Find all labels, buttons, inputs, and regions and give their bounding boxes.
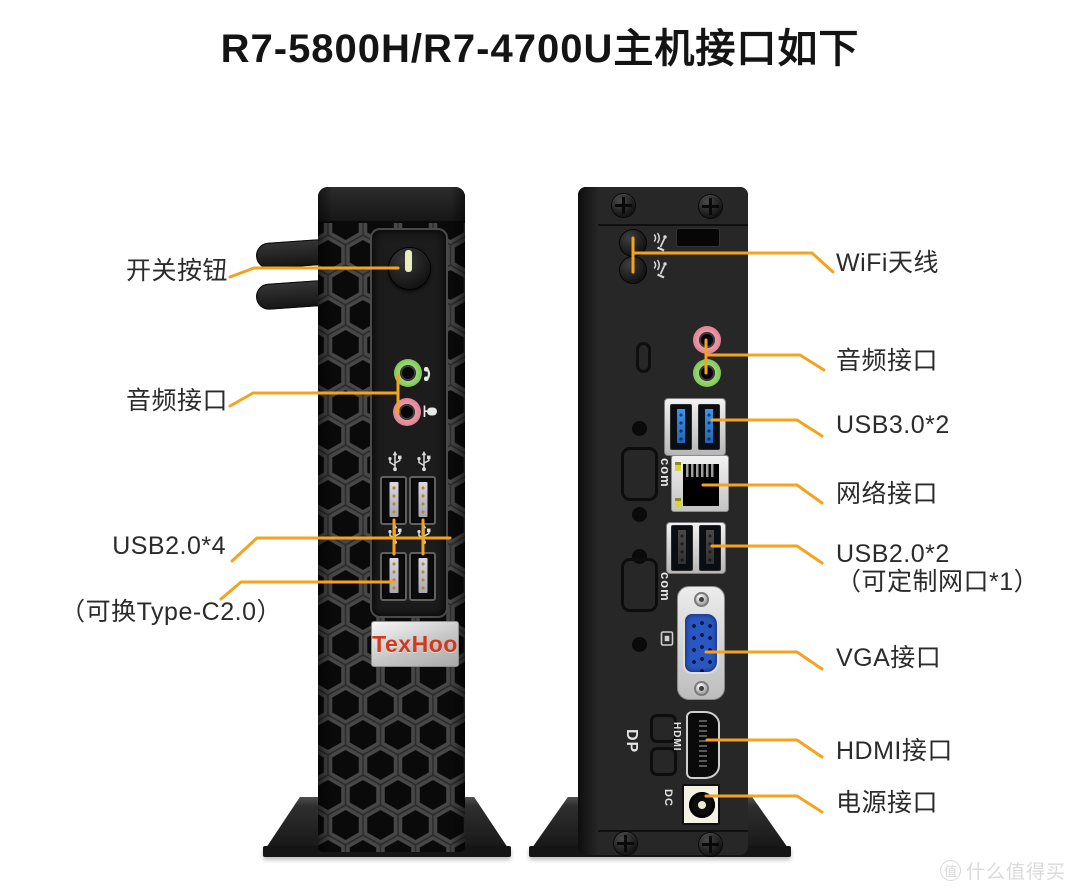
screw-hole [632,421,647,436]
usb-icon [417,524,431,545]
com-port-cutout [621,558,658,612]
headphone-icon [424,367,431,381]
label-usb3: USB3.0*2 [836,411,950,439]
wifi-signal-icon [653,259,667,279]
watermark-text: 什么值得买 [966,862,1067,883]
brand-logo-plate: TexHoo [371,621,459,667]
screw-icon [612,194,635,217]
vga-screw-hole [694,592,709,607]
dp-port-cutout [650,747,677,776]
tower-top-cap [318,187,465,223]
usb2-port-front-1 [380,476,407,525]
mic-jack-rear [693,326,721,354]
usb-icon [417,451,431,472]
dp-port-cutout [650,714,677,743]
usb2-port-front-2 [409,476,436,525]
power-button-indicator [405,250,412,272]
usb-icon [388,524,402,545]
usb2-port-front-3 [380,552,407,601]
antenna-connector-bottom [620,257,646,283]
antenna-connector-top [620,230,646,256]
label-lan: 网络接口 [836,480,939,508]
vent-slot [676,228,720,247]
headphone-jack-front [394,359,422,387]
label-audio-rear: 音频接口 [836,347,939,375]
usb2-port [671,525,693,571]
screw-icon [614,832,637,855]
label-vga: VGA接口 [836,644,942,672]
watermark-badge-icon: 值 [940,860,961,881]
usb3-port [670,404,692,450]
dc-port-marking: DC [662,789,674,807]
hdmi-port [686,711,720,779]
usb2-port-front-4 [409,552,436,601]
mic-jack-front [393,398,421,426]
page-title: R7-5800H/R7-4700U主机接口如下 [220,27,860,71]
usb-icon [388,451,402,472]
label-usb-front: USB2.0*4 [112,532,226,560]
usb2-port-pair [666,522,726,574]
screw-icon [699,195,722,218]
label-typec-note: （可换Type-C2.0） [60,598,282,626]
usb3-port [698,404,720,450]
hdmi-port-marking: HDMI [671,722,682,752]
screw-hole [632,637,647,652]
vga-port [683,612,719,674]
wifi-signal-icon [653,232,667,252]
label-power-rear: 电源接口 [836,789,939,817]
label-usb2-rear: USB2.0*2 （可定制网口*1） [836,540,1039,596]
label-usb2-rear-line2: （可定制网口*1） [836,568,1040,596]
ethernet-port [671,455,729,512]
monitor-icon [660,631,674,646]
label-audio-front: 音频接口 [125,387,228,415]
com-port-marking: com [658,458,673,488]
screw-hole [632,507,647,522]
screw-icon [699,833,722,856]
usb2-port [699,525,721,571]
microphone-icon [423,405,437,417]
com-port-marking: com [658,572,673,602]
vga-screw-hole [694,681,709,696]
usb3-port-pair [664,398,726,456]
headphone-jack-rear [693,359,721,387]
label-power-button: 开关按钮 [125,257,228,285]
site-watermark: 值 什么值得买 [940,857,1066,884]
oval-cutout [636,342,651,373]
label-hdmi: HDMI接口 [836,737,953,765]
label-wifi: WiFi天线 [836,249,939,277]
dc-power-jack [682,784,720,825]
dp-port-marking: DP [623,729,640,754]
label-usb2-rear-line1: USB2.0*2 [836,540,950,568]
com-port-cutout [621,447,658,501]
